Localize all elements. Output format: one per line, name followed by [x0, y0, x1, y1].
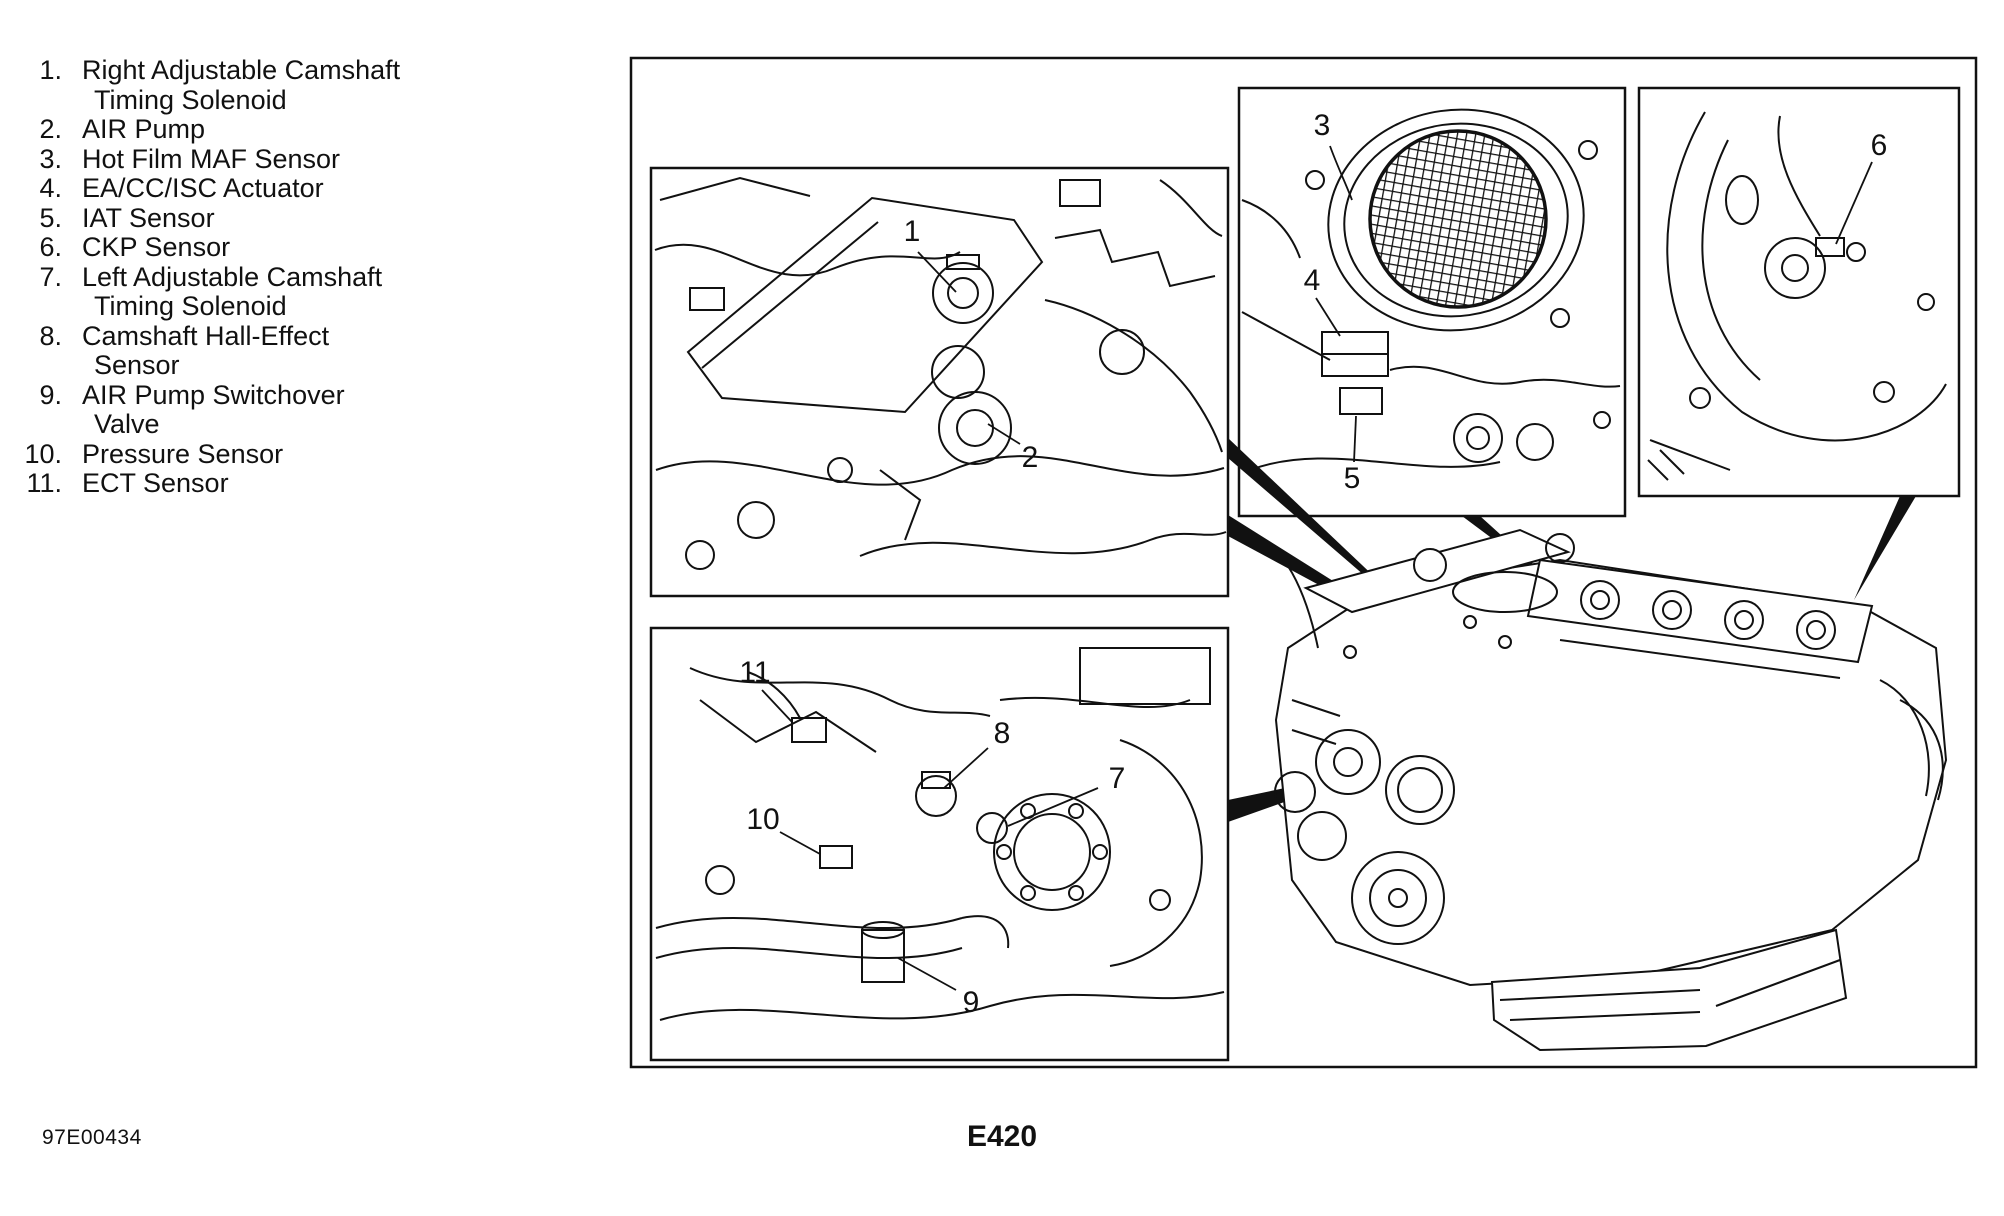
- callout-1: 1: [903, 215, 921, 248]
- legend-item: 5. IAT Sensor: [0, 202, 414, 234]
- legend-item: 8. Camshaft Hall-Effect Sensor: [0, 320, 414, 381]
- inset-top-left-art: [654, 176, 1227, 570]
- callout-9: 9: [962, 986, 980, 1019]
- inset-bottom-left-art: [655, 647, 1225, 1021]
- legend-item-label: AIR Pump Switchover Valve: [82, 379, 345, 439]
- inset-top-right-art: [1647, 111, 1947, 481]
- legend-item-number: 3.: [39, 143, 62, 174]
- callout-10: 10: [746, 803, 780, 836]
- engine-illustration: [1274, 528, 1948, 1052]
- legend-item-label: Hot Film MAF Sensor: [82, 143, 341, 174]
- legend-item: 11. ECT Sensor: [0, 468, 414, 499]
- figure-code: 97E00434: [42, 1126, 142, 1149]
- legend-item-number: 9.: [39, 379, 62, 410]
- callout-7: 7: [1108, 762, 1126, 795]
- legend-item: 7. Left Adjustable Camshaft Timing Solen…: [0, 261, 414, 322]
- legend-item: 4. EA/CC/ISC Actuator: [0, 173, 414, 204]
- legend-item-label: Pressure Sensor: [82, 438, 284, 469]
- callout-5: 5: [1343, 462, 1361, 495]
- figure-title: E420: [966, 1120, 1038, 1153]
- callout-2: 2: [1021, 441, 1039, 474]
- legend: 1. Right Adjustable Camshaft Timing Sole…: [0, 55, 414, 499]
- legend-item: 1. Right Adjustable Camshaft Timing Sole…: [0, 55, 414, 115]
- legend-item-number: 6.: [39, 232, 62, 262]
- callout-8: 8: [993, 717, 1011, 750]
- legend-item-number: 8.: [39, 320, 62, 351]
- legend-item-label: Camshaft Hall-Effect Sensor: [82, 320, 330, 380]
- legend-item-number: 10.: [24, 438, 62, 469]
- legend-item-label: CKP Sensor: [82, 232, 231, 262]
- legend-item: 2. AIR Pump: [0, 114, 414, 145]
- callout-4: 4: [1303, 264, 1321, 297]
- legend-item-label: IAT Sensor: [82, 202, 215, 233]
- legend-item: 3. Hot Film MAF Sensor: [0, 143, 414, 175]
- legend-item-label: Right Adjustable Camshaft Timing Solenoi…: [82, 55, 401, 115]
- legend-item-label: Left Adjustable Camshaft Timing Solenoid: [82, 261, 383, 321]
- legend-item-label: ECT Sensor: [82, 468, 229, 498]
- legend-item-label: EA/CC/ISC Actuator: [82, 173, 324, 203]
- legend-item-number: 5.: [39, 202, 62, 233]
- callout-6: 6: [1870, 129, 1888, 162]
- legend-item-number: 2.: [39, 114, 62, 144]
- callout-11: 11: [739, 656, 771, 689]
- legend-item-number: 1.: [39, 55, 62, 85]
- legend-item: 6. CKP Sensor: [0, 232, 414, 263]
- callout-3: 3: [1313, 109, 1331, 142]
- legend-item: 10. Pressure Sensor: [0, 438, 414, 470]
- legend-item-number: 4.: [39, 173, 62, 203]
- legend-item-label: AIR Pump: [82, 114, 206, 144]
- legend-item-number: 7.: [39, 261, 62, 292]
- inset-top-middle-art: [1241, 108, 1621, 471]
- legend-item-number: 11.: [26, 468, 62, 498]
- legend-item: 9. AIR Pump Switchover Valve: [0, 379, 414, 440]
